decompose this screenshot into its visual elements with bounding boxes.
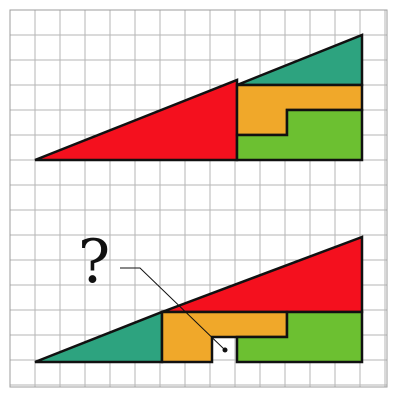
leader-line [120, 267, 226, 351]
green-shape-bottom [235, 310, 364, 364]
question-mark: ? [78, 227, 110, 297]
top-triangle [34, 33, 364, 162]
bottom-triangle [34, 235, 364, 364]
green-shape-top [235, 108, 364, 162]
outer-frame [9, 9, 388, 388]
